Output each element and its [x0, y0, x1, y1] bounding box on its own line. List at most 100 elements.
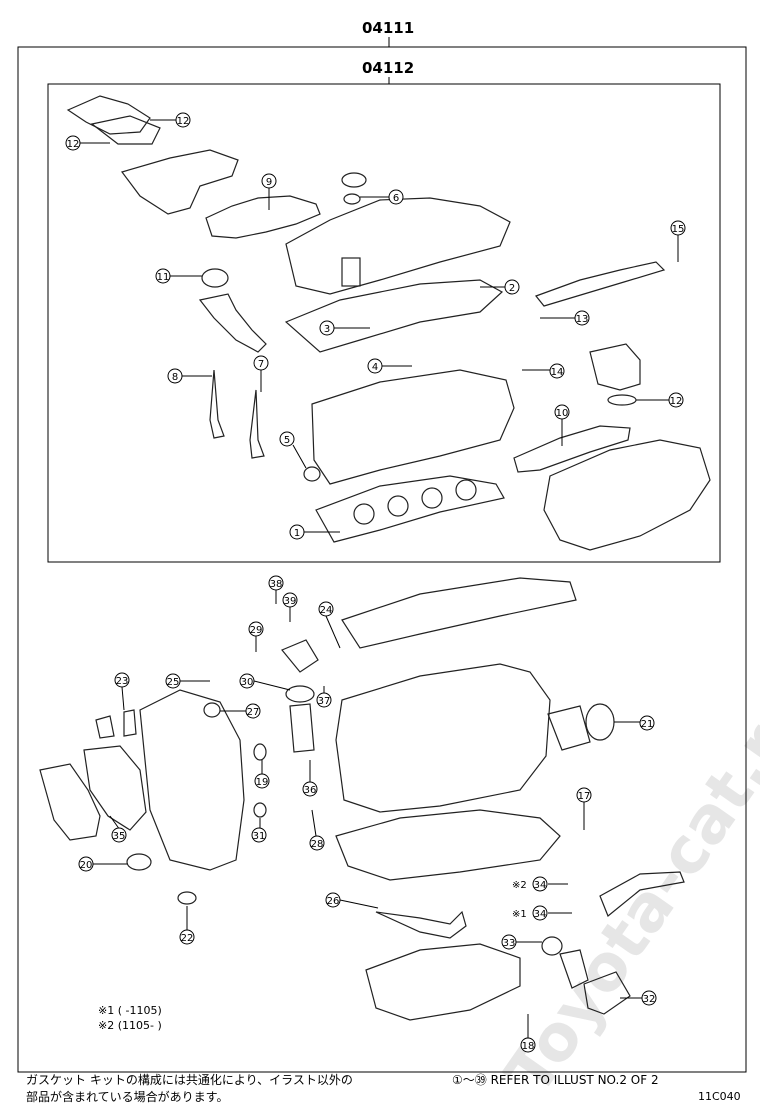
- gasket-30: [285, 685, 315, 703]
- callout-5: 5: [279, 431, 307, 469]
- bore-2: [387, 495, 409, 517]
- svg-text:32: 32: [643, 994, 656, 1005]
- svg-text:20: 20: [80, 860, 93, 871]
- water-hose: [599, 871, 685, 917]
- callout-35: 36: [302, 760, 318, 797]
- callout-22: 22: [179, 906, 195, 945]
- oil-cap-gasket: [343, 193, 361, 205]
- svg-text:7: 7: [258, 359, 264, 370]
- callout-19: 19: [254, 760, 270, 789]
- svg-text:25: 25: [167, 677, 180, 688]
- gasket-33: [541, 936, 563, 956]
- callout-24: 24: [318, 601, 341, 649]
- svg-text:26: 26: [327, 896, 340, 907]
- footer-jp-line2: 部品が含まれている場合があります。: [26, 1090, 229, 1104]
- valve-7: [249, 389, 265, 459]
- svg-text:27: 27: [247, 707, 260, 718]
- svg-text:4: 4: [372, 362, 378, 373]
- intake-manifold: [543, 439, 711, 551]
- oil-cap: [341, 172, 367, 188]
- plug-5: [303, 466, 321, 482]
- svg-text:※1: ※1: [512, 909, 527, 920]
- lower-parts: [39, 577, 685, 1021]
- callout-17: 17: [576, 787, 592, 830]
- callout-12a: 12: [150, 112, 191, 128]
- seal-20: [126, 853, 152, 871]
- callout-23: 23: [114, 672, 130, 711]
- svg-text:36: 36: [304, 785, 317, 796]
- svg-text:38: 38: [270, 579, 283, 590]
- cylinder-head-cover: [285, 197, 511, 295]
- svg-text:39: 39: [284, 596, 297, 607]
- svg-text:12: 12: [177, 116, 190, 127]
- svg-text:15: 15: [672, 224, 685, 235]
- svg-text:2: 2: [509, 283, 515, 294]
- callout-8: 8: [167, 368, 212, 384]
- callout-13: 12: [636, 392, 684, 408]
- svg-text:21: 21: [641, 719, 654, 730]
- note-2: ※2 (1105- ): [98, 1019, 162, 1032]
- tensioner-gasket: [95, 715, 115, 739]
- inner-frame: [47, 83, 721, 563]
- svg-text:19: 19: [256, 777, 269, 788]
- water-outlet: [589, 343, 641, 391]
- callout-31: 31: [251, 818, 267, 843]
- callout-15: 14: [522, 363, 565, 379]
- callout-38: 39: [282, 592, 298, 622]
- callout-9: 9: [261, 173, 277, 210]
- tensioner-23: [123, 709, 137, 737]
- head-cover-gasket: [284, 279, 504, 353]
- oil-filler: [341, 257, 361, 287]
- rear-oil-seal: [585, 703, 615, 741]
- callout-26: 26: [325, 892, 379, 909]
- exhaust-manifold-gasket: [205, 195, 321, 239]
- svg-text:23: 23: [116, 676, 129, 687]
- svg-text:※2: ※2: [512, 880, 527, 891]
- svg-text:37: 37: [318, 696, 331, 707]
- callout-36: 37: [316, 686, 332, 708]
- svg-text:30: 30: [241, 677, 254, 688]
- svg-text:34: 34: [534, 880, 547, 891]
- note-1: ※1 ( -1105): [98, 1004, 162, 1017]
- svg-text:22: 22: [181, 933, 194, 944]
- svg-text:28: 28: [311, 839, 324, 850]
- callout-32: 32: [620, 990, 657, 1006]
- water-inlet: [583, 971, 631, 1015]
- water-pump: [39, 763, 101, 841]
- oil-pan: [365, 943, 521, 1021]
- callout-20: 20: [78, 856, 128, 872]
- valve-8: [209, 369, 225, 439]
- thermostat: [559, 949, 589, 989]
- upper-parts: [66, 95, 711, 551]
- callout-25: 25: [165, 673, 210, 689]
- footer-jp-line1: ガスケット キットの構成には共通化により、イラスト以外の: [26, 1073, 353, 1087]
- seal-27: [203, 702, 221, 718]
- svg-text:6: 6: [393, 193, 399, 204]
- callout-18: 18: [520, 1014, 536, 1053]
- svg-text:18: 18: [522, 1041, 535, 1052]
- footer-refer: ①～㊴ REFER TO ILLUST NO.2 OF 2: [452, 1073, 659, 1087]
- exhaust-gasket-a: [66, 95, 151, 135]
- svg-text:24: 24: [320, 605, 333, 616]
- seal-19: [253, 743, 267, 761]
- callout-16: 15: [670, 220, 686, 262]
- svg-text:1: 1: [294, 528, 300, 539]
- bore-3: [421, 487, 443, 509]
- oil-strainer: [375, 910, 467, 939]
- callout-3: 3: [319, 320, 370, 336]
- svg-text:11: 11: [157, 272, 170, 283]
- callout-21: 21: [614, 715, 655, 731]
- svg-text:5: 5: [284, 435, 290, 446]
- svg-text:13: 13: [576, 314, 589, 325]
- camshaft: [535, 261, 666, 307]
- svg-text:3: 3: [324, 324, 330, 335]
- svg-text:33: 33: [503, 938, 516, 949]
- svg-text:10: 10: [556, 408, 569, 419]
- bore-4: [455, 479, 477, 501]
- callouts: 12 12 9 6 15 11 2 13 3 4 14 8 7 12 10 5 …: [65, 112, 686, 1053]
- timing-cover: [139, 689, 245, 871]
- oil-seal-11: [201, 268, 229, 288]
- oil-filter: [289, 703, 315, 753]
- bore-1: [353, 503, 375, 525]
- svg-text:12: 12: [67, 139, 80, 150]
